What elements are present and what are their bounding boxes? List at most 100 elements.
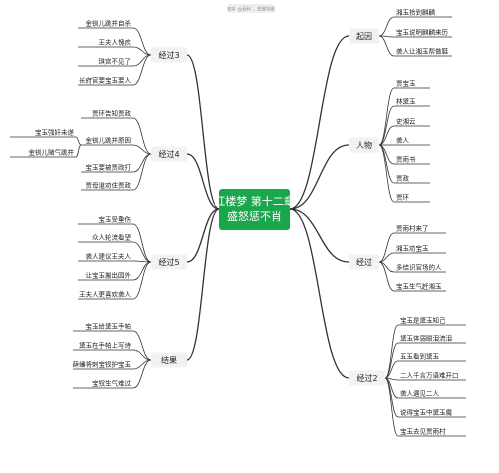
trunk-jingguo4 [186,153,220,210]
branch-box[interactable] [151,352,187,368]
branch-jingguo4[interactable]: 经过4 [151,146,187,162]
branch-box[interactable] [151,146,187,162]
leaf-jingguo3-1[interactable]: 王夫人愧疚 [99,38,132,47]
leaf-connector [378,261,395,292]
branch-qiyin[interactable]: 起因 [349,28,379,44]
leaf-connector [378,105,395,146]
leaf-connector [384,360,399,379]
subleaf-0[interactable]: 宝玉强奸未遂 [35,128,75,137]
leaf-jieguo-3[interactable]: 宝钗生气难过 [92,379,132,388]
branch-label: 经过 [356,257,372,267]
leaf-connector [378,252,395,263]
leaf-connector [132,241,152,263]
leaf-connector [378,144,395,184]
leaf-jingguo5-0[interactable]: 宝玉受重伤 [99,215,132,224]
leaf-qiyin-2[interactable]: 袭人让湘玉帮做鞋 [396,47,449,56]
leaf-connector [384,342,399,379]
leaf-connector [132,359,152,389]
leaf-jieguo-1[interactable]: 黛玉在手帕上写诗 [79,341,132,350]
trunk-jingguo3 [186,54,220,210]
leaf-jingguo4-1[interactable]: 金钏儿跳井原因 [86,136,132,145]
leaf-renwu-5[interactable]: 贾政 [396,174,410,183]
branch-jingguo2[interactable]: 经过2 [349,370,385,386]
connectors [75,16,399,437]
subleaf-1[interactable]: 金钏儿赌气跳井 [29,148,75,157]
leaf-qiyin-1[interactable]: 宝玉说明麒麟来历 [396,28,449,37]
leaf-jieguo-0[interactable]: 宝玉给黛玉手帕 [86,322,132,331]
leaf-jingguo3-0[interactable]: 金钏儿跳井自杀 [86,19,132,28]
leaf-jingguo2-2[interactable]: 五玉看到黛玉 [400,352,440,361]
watermark-box [228,4,274,13]
leaf-connector [132,223,152,263]
leaf-renwu-2[interactable]: 史湘云 [396,117,416,126]
branch-renwu[interactable]: 人物 [349,137,379,153]
branch-box[interactable] [349,28,379,44]
trunk-jingguo5 [186,208,220,263]
leaf-renwu-4[interactable]: 贾雨书 [396,155,416,164]
leaf-connector [132,261,152,300]
leaf-jingguo-0[interactable]: 贾雨村来了 [396,224,429,233]
leaf-jingguo4-2[interactable]: 宝玉要被贾政打 [86,163,132,172]
leaf-renwu-3[interactable]: 袭人 [396,136,410,145]
leaf-qiyin-0[interactable]: 湘玉拾到麒麟 [396,8,436,17]
leaf-jingguo5-4[interactable]: 王夫人更喜欢袭人 [79,290,132,299]
leaf-jingguo2-0[interactable]: 宝玉是黛玉知己 [400,316,446,325]
leaf-jingguo2-4[interactable]: 袭人遇见二人 [400,389,440,398]
branch-label: 经过5 [158,257,179,267]
branch-label: 人物 [356,140,372,150]
watermark: 知乎 @百科… 思维导图 [227,4,275,13]
central-topic[interactable]: 红楼梦 第十二章 盛怒惩不肖 [214,189,295,230]
branch-label: 经过4 [158,149,179,159]
branch-box[interactable] [349,137,379,153]
leaf-jingguo4-0[interactable]: 贾环告知贾政 [92,109,132,118]
leaf-jingguo2-6[interactable]: 宝玉去见贾雨村 [400,427,446,436]
branch-jingguo[interactable]: 经过 [349,254,379,270]
branch-box[interactable] [151,254,187,270]
leaf-jingguo-2[interactable]: 多结识官场的人 [396,263,442,272]
leaf-jingguo3-2[interactable]: 琪宫不见了 [99,57,132,66]
leaf-connector [132,46,152,56]
branch-box[interactable] [349,370,385,386]
branch-box[interactable] [349,254,379,270]
leaf-jingguo2-5[interactable]: 说得宝玉中黛玉魔 [400,408,453,417]
leaf-connector [132,349,152,361]
leaf-jingguo2-3[interactable]: 二人千言万语难开口 [400,371,459,380]
leaf-connector [378,232,395,263]
central-topic-line-2: 盛怒惩不肖 [227,209,282,223]
leaf-renwu-0[interactable]: 贾宝玉 [396,79,416,88]
leaf-connector [132,153,152,191]
trunk-qiyin [289,35,350,210]
branch-jingguo3[interactable]: 经过3 [151,47,187,63]
leaf-jingguo5-1[interactable]: 众人轮流看望 [92,233,132,242]
central-topic-box[interactable] [219,189,290,230]
branch-label: 起因 [356,32,372,41]
leaf-jingguo-1[interactable]: 湘玉劝宝玉 [396,244,429,253]
leaf-renwu-6[interactable]: 贾环 [396,194,410,202]
leaf-connector [132,27,152,56]
leaf-jingguo5-2[interactable]: 袭人建议王夫人 [86,252,132,261]
branch-box[interactable] [151,47,187,63]
leaf-jingguo3-3[interactable]: 长府官要宝玉要人 [79,76,132,85]
leaf-connector [384,377,399,437]
leaf-jingguo5-3[interactable]: 让宝玉搬出园外 [86,271,132,280]
leaf-connector [378,144,395,203]
branch-jingguo5[interactable]: 经过5 [151,254,187,270]
leaf-jingguo2-1[interactable]: 黛玉体弱眼泪流泪 [400,334,452,343]
leaf-jingguo-3[interactable]: 宝玉生气赶湘玉 [396,282,442,291]
branch-label: 经过2 [356,373,377,383]
subleaf-connector [75,144,82,158]
leaf-jieguo-2[interactable]: 薛蟠将刺宝钗护宝玉 [73,360,132,369]
leaf-jingguo4-3[interactable]: 贾母道劝住贾政 [86,181,132,190]
leaf-connector [378,35,395,57]
central-topic-line-1: 红楼梦 第十二章 [214,194,295,208]
subleaf-connector [75,136,82,146]
leaf-connector [378,16,395,37]
branch-label: 结果 [161,355,177,365]
leaf-connector [132,54,152,86]
trunk-jingguo2 [289,208,350,379]
leaf-renwu-1[interactable]: 林黛玉 [396,97,416,106]
trunk-renwu [289,144,350,210]
branch-jieguo[interactable]: 结果 [151,352,187,368]
